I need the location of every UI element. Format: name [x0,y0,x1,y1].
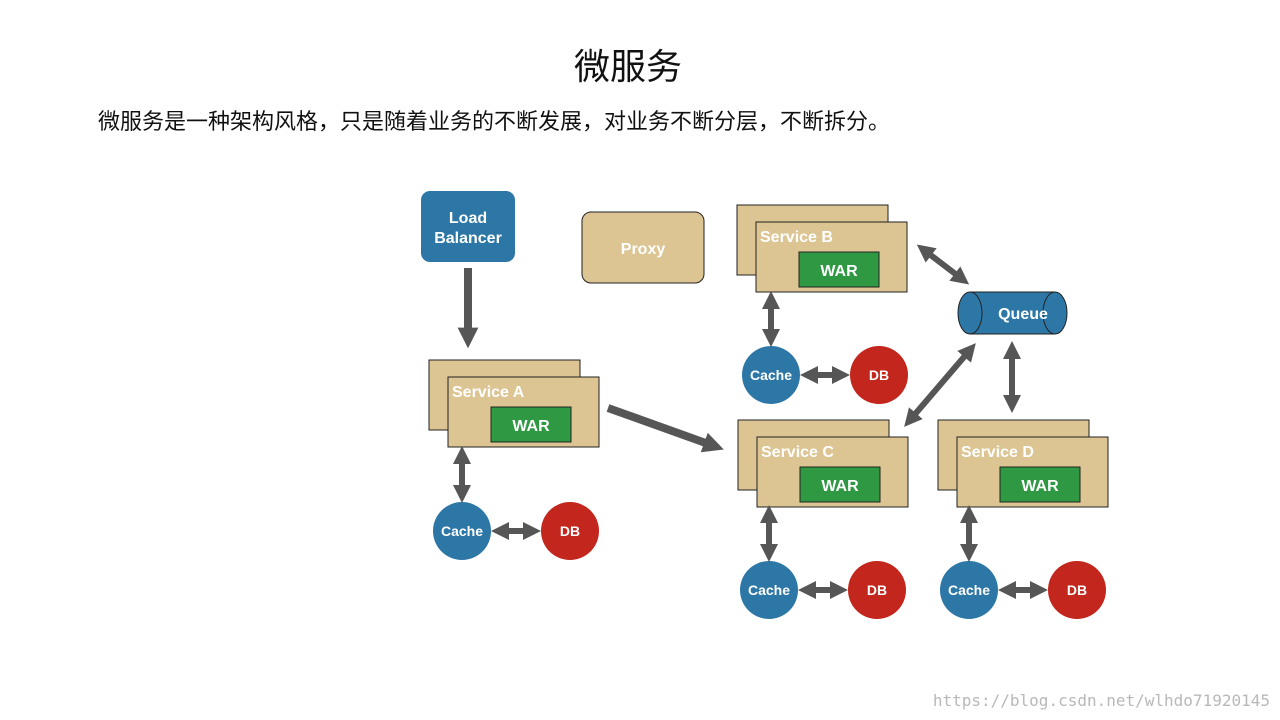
service-a-cache: Cache [433,502,491,560]
service-d-db-label: DB [1067,582,1087,598]
service-d-cache: Cache [940,561,998,619]
service-c-cache: Cache [740,561,798,619]
service-d-cache-label: Cache [948,582,990,598]
queue-node: Queue [957,291,1068,335]
service-a-node: Service A WAR [428,359,600,448]
service-a-db: DB [541,502,599,560]
slide-description: 微服务是一种架构风格，只是随着业务的不断发展，对业务不断分层，不断拆分。 [98,110,891,135]
service-c-db-label: DB [867,582,887,598]
service-c-cache-label: Cache [748,582,790,598]
queue-label: Queue [998,306,1048,323]
service-b-db-label: DB [869,367,889,383]
arrows [453,244,1048,599]
service-b-cache: Cache [742,346,800,404]
service-c-label: Service C [761,444,834,461]
service-b-cache-label: Cache [750,367,792,383]
service-b-node: Service B WAR [736,204,908,293]
proxy-label: Proxy [621,241,666,258]
service-c-db: DB [848,561,906,619]
service-c-node: Service C WAR [737,419,909,508]
proxy-node: Proxy [581,211,705,284]
load-balancer-label-line1: Load [449,210,487,227]
arrow-service-a-to-service-c [606,404,724,453]
service-a-war [490,406,572,443]
arrow-queue-service-c [904,343,976,427]
service-b-war [798,251,880,288]
service-d-db: DB [1048,561,1106,619]
slide-title: 微服务 [573,47,682,88]
service-d-war-label: WAR [1021,478,1059,495]
service-a-cache-label: Cache [441,523,483,539]
service-b-label: Service B [760,229,833,246]
watermark-url: https://blog.csdn.net/wlhdo71920145 [932,691,1270,710]
service-c-war [799,466,881,503]
service-c-war-label: WAR [821,478,859,495]
service-b-db: DB [850,346,908,404]
arrow-service-b-queue [916,244,970,285]
service-d-war [999,466,1081,503]
service-b-war-label: WAR [820,263,858,280]
load-balancer-label-line2: Balancer [434,230,502,247]
service-d-node: Service D WAR [937,419,1109,508]
service-a-db-label: DB [560,523,580,539]
service-a-label: Service A [452,384,525,401]
load-balancer-node: Load Balancer [421,191,515,262]
service-a-war-label: WAR [512,418,550,435]
service-d-label: Service D [961,444,1034,461]
